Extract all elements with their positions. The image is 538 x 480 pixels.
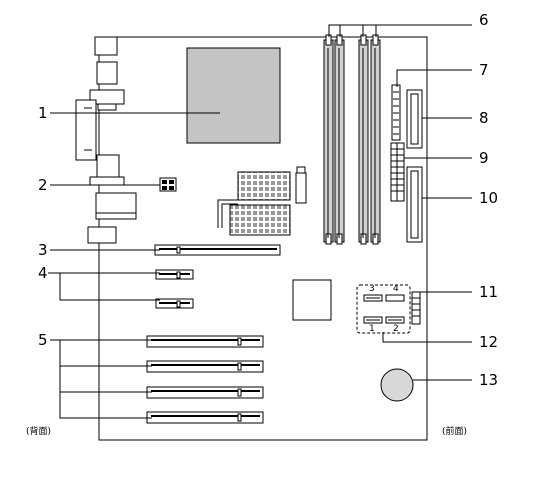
amr-slots [155,269,194,309]
callout-number: 5 [38,331,48,349]
callout-number: 3 [38,241,48,259]
chipset-heatsink [217,166,307,236]
usb-header-number: 3 [369,284,375,294]
usb-header-number: 1 [369,324,375,334]
callout-number: 6 [479,11,489,29]
front-side-label: (前面) [442,425,467,437]
cmos-battery [380,368,414,402]
callout-number: 9 [479,149,489,167]
callout-number: 11 [479,283,498,301]
atx-12v-connector [159,177,177,192]
leader-lines [48,24,472,419]
callout-number: 8 [479,109,489,127]
usb-header-number: 4 [393,284,399,294]
agp-slot [154,244,281,256]
ide-connector [406,166,423,243]
front-panel-connector [411,291,421,325]
pci-slots [146,335,264,424]
callout-number: 4 [38,264,48,282]
io-controller-chip [292,279,332,321]
callout-number: 12 [479,333,498,351]
floppy-connector [406,89,423,149]
callout-number: 13 [479,371,498,389]
callout-number: 10 [479,189,498,207]
callout-number: 7 [479,61,489,79]
callout-number: 2 [38,176,48,194]
atx-power-connector [390,142,405,202]
dimm-slots [323,34,381,245]
callout-number: 1 [38,104,48,122]
rear-io-connectors [75,36,137,244]
back-side-label: (背面) [26,425,51,437]
connector-7 [391,84,401,141]
usb-header-number: 2 [393,324,399,334]
cpu-socket [186,47,281,144]
